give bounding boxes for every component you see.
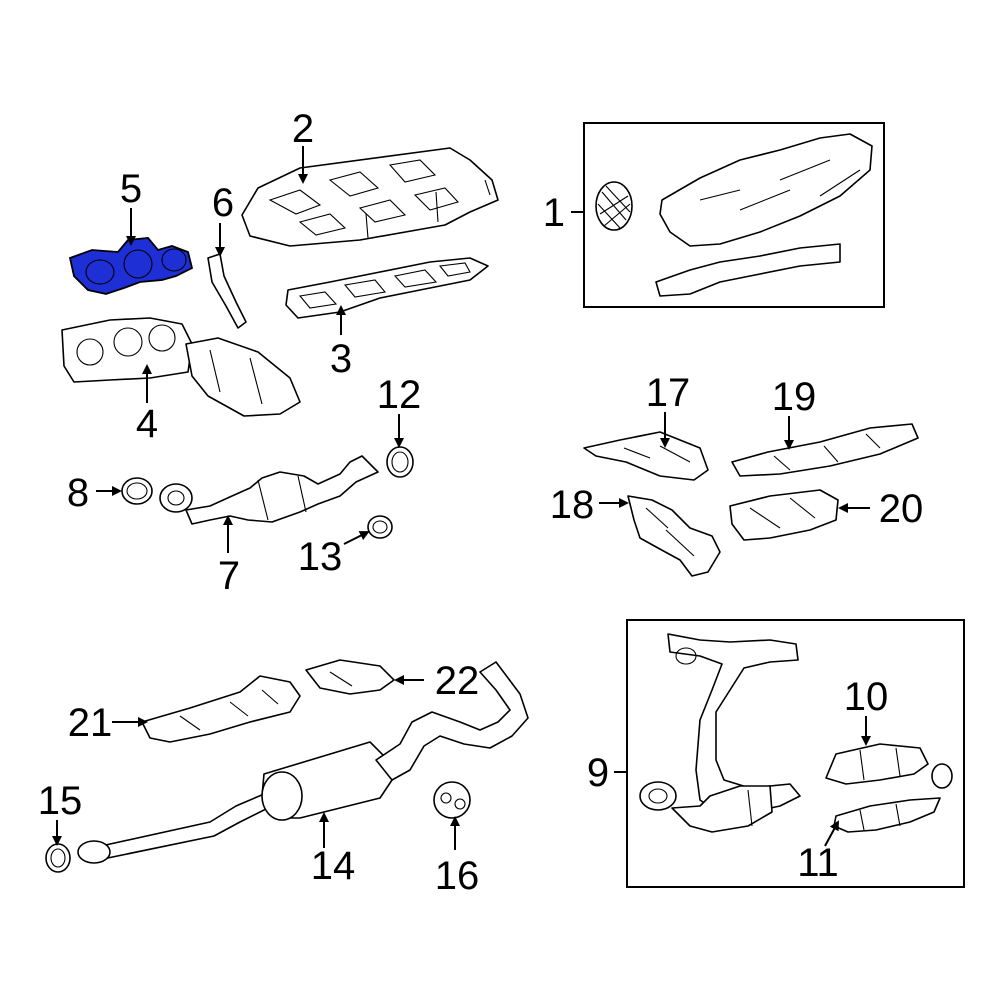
callout-5: 5 (120, 167, 142, 211)
intake-manifold-box-frame (583, 122, 885, 308)
callout-22: 22 (435, 659, 480, 703)
heat-shield-20-part[interactable] (729, 489, 839, 541)
callout-14: 14 (311, 844, 356, 888)
callout-3: 3 (330, 337, 352, 381)
callout-labels: 1 2 3 4 5 6 7 8 9 10 11 12 13 14 15 16 1… (38, 107, 924, 898)
callout-17: 17 (646, 371, 691, 415)
front-pipe-converter-part[interactable] (159, 455, 379, 525)
callout-4: 4 (136, 402, 158, 446)
exhaust-manifold-gasket-part[interactable] (68, 237, 194, 295)
callout-7: 7 (218, 554, 240, 598)
bracket-part[interactable] (207, 253, 247, 329)
hanger-part[interactable] (433, 781, 471, 819)
callout-18: 18 (550, 483, 595, 527)
intake-manifold-box (583, 122, 885, 308)
gasket-ring-15-part[interactable] (45, 843, 71, 873)
heat-shield-21-part[interactable] (141, 675, 301, 743)
heat-shield-18-part[interactable] (627, 495, 721, 577)
intake-plenum-part[interactable] (241, 147, 499, 247)
gasket-ring-13-part[interactable] (367, 515, 393, 539)
heat-shield-22-part[interactable] (305, 659, 395, 695)
front-exhaust-pipe-box (626, 619, 965, 888)
gasket-highlight (68, 237, 194, 295)
callout-15: 15 (38, 779, 83, 823)
callout-13: 13 (298, 535, 343, 579)
gasket-ring-12-part[interactable] (386, 446, 414, 478)
front-exhaust-pipe-part[interactable] (639, 633, 801, 833)
heat-shield-17-part[interactable] (583, 431, 709, 481)
callout-12: 12 (377, 373, 422, 417)
callout-16: 16 (435, 854, 480, 898)
muffler-tailpipe-part[interactable] (77, 661, 529, 864)
callout-9: 9 (587, 751, 609, 795)
callout-6: 6 (212, 181, 234, 225)
callout-10: 10 (844, 675, 889, 719)
callout-19: 19 (772, 375, 817, 419)
callout-11: 11 (797, 841, 839, 885)
callout-2: 2 (292, 107, 314, 151)
callout-20: 20 (879, 487, 924, 531)
callout-8: 8 (67, 471, 89, 515)
heat-shield-19-part[interactable] (731, 423, 919, 477)
exhaust-manifold-converter-part[interactable] (61, 317, 301, 417)
converter-11-part[interactable] (833, 797, 941, 833)
converter-10-part[interactable] (825, 743, 953, 789)
callout-21: 21 (68, 701, 113, 745)
front-exhaust-pipe-box-frame (626, 619, 965, 888)
leader-lines (52, 146, 871, 850)
intake-manifold-part[interactable] (595, 133, 873, 297)
gasket-ring-8-part[interactable] (121, 477, 153, 505)
plenum-gasket-part[interactable] (285, 257, 489, 319)
callout-1: 1 (543, 191, 565, 235)
